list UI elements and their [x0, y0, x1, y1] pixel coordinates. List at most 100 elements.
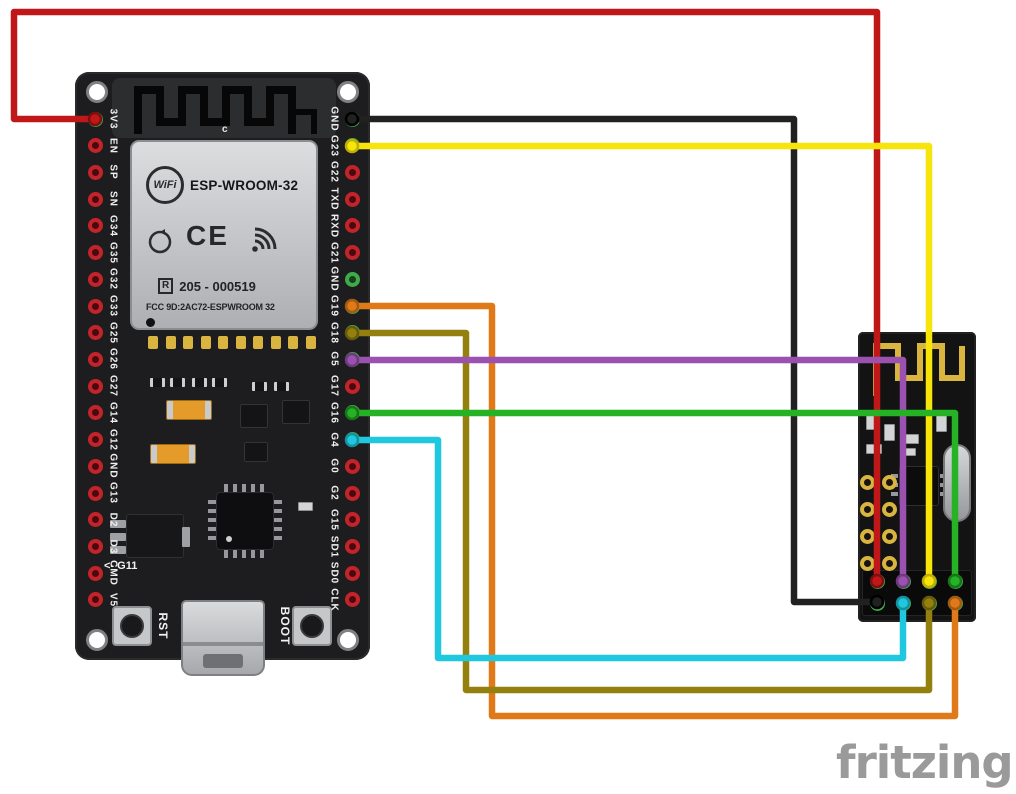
wire-g18-olive-endpoint[interactable] — [344, 325, 360, 341]
ce-mark: CE — [186, 220, 229, 251]
nrf-smd — [884, 424, 895, 441]
chip-pin1-dot — [226, 536, 232, 542]
esp32-pin-clk[interactable] — [344, 592, 360, 608]
emc-mark-icon — [148, 229, 172, 254]
mounting-hole — [337, 81, 359, 103]
wire-g23-yellow-endpoint[interactable] — [921, 573, 937, 589]
reset-button-cap[interactable] — [120, 614, 144, 638]
shield-pad — [200, 336, 211, 349]
pin-label: G0 — [328, 458, 340, 475]
esp32-pin-g2[interactable] — [344, 485, 360, 501]
wire-g16-green[interactable] — [348, 409, 959, 585]
chip-pins — [208, 500, 216, 544]
pin-label: G13 — [107, 482, 119, 505]
esp32-pin-g34[interactable] — [87, 218, 103, 234]
smd-led — [298, 502, 313, 511]
pin-label: 3V3 — [107, 108, 119, 130]
esp32-pin-g21[interactable] — [344, 245, 360, 261]
mounting-hole — [337, 629, 359, 651]
smd-resistor — [274, 382, 289, 391]
boot-button-label: BOOT — [278, 606, 292, 646]
esp32-pin-sn[interactable] — [87, 191, 103, 207]
esp32-pin-g33[interactable] — [87, 298, 103, 314]
esp32-pin-g0[interactable] — [344, 458, 360, 474]
antenna-feed-trace — [292, 109, 317, 134]
pin-label: G17 — [328, 375, 340, 398]
esp32-pin-cmd[interactable] — [87, 565, 103, 581]
wire-g18-olive-endpoint[interactable] — [921, 595, 937, 611]
wire-g23-yellow[interactable] — [348, 142, 933, 585]
pin-label: TXD — [328, 187, 340, 211]
esp32-pin-g25[interactable] — [87, 325, 103, 341]
esp32-pin-rxd[interactable] — [344, 218, 360, 234]
fcc-id-label: FCC 9D:2AC72-ESPWROOM 32 — [146, 302, 275, 312]
esp32-pin-en[interactable] — [87, 138, 103, 154]
esp32-pin-d2[interactable] — [87, 512, 103, 528]
wire-g4-cyan[interactable] — [348, 436, 907, 662]
pin-label: G5 — [328, 351, 340, 368]
shield-pad — [148, 336, 158, 349]
esp32-pin-sd1[interactable] — [344, 539, 360, 555]
reg-number: 205 - 000519 — [179, 278, 256, 294]
pin-label: EN — [107, 137, 119, 154]
esp32-pin-sd0[interactable] — [344, 565, 360, 581]
esp32-pin-gnd[interactable] — [344, 271, 360, 287]
esp32-pin-g12[interactable] — [87, 432, 103, 448]
pin-label: GND — [328, 266, 340, 292]
wire-3v3-red-endpoint[interactable] — [87, 111, 103, 127]
wire-g19-orange-endpoint[interactable] — [344, 298, 360, 314]
wire-gnd-black-endpoint[interactable] — [344, 111, 360, 127]
esp32-pin-txd[interactable] — [344, 191, 360, 207]
pin-label: SD1 — [328, 535, 340, 558]
wire-g5-purple[interactable] — [348, 356, 907, 585]
shield-pad — [270, 336, 281, 349]
wire-g16-green-endpoint[interactable] — [947, 573, 963, 589]
wire-3v3-red[interactable] — [10, 8, 881, 585]
wire-g5-purple-endpoint[interactable] — [895, 573, 911, 589]
esp32-pin-d3[interactable] — [87, 539, 103, 555]
smd-transistor — [282, 400, 310, 424]
wire-g4-cyan-endpoint[interactable] — [895, 595, 911, 611]
esp32-pin-g22[interactable] — [344, 164, 360, 180]
esp32-pin-g26[interactable] — [87, 351, 103, 367]
wire-g5-purple-endpoint[interactable] — [344, 352, 360, 368]
boot-button[interactable] — [292, 606, 332, 646]
shield-model-label: ESP-WROOM-32 — [190, 178, 299, 193]
esp32-pin-g32[interactable] — [87, 271, 103, 287]
esp32-pin-g13[interactable] — [87, 485, 103, 501]
esp32-pin-sp[interactable] — [87, 164, 103, 180]
nrf-pad — [881, 555, 897, 571]
nrf-antenna — [873, 343, 965, 396]
esp32-pin-g14[interactable] — [87, 405, 103, 421]
esp32-pin-v5[interactable] — [87, 592, 103, 608]
esp32-pin-g27[interactable] — [87, 378, 103, 394]
pin-label: G19 — [328, 295, 340, 317]
nrf-pad — [859, 528, 875, 544]
esp32-pin-g17[interactable] — [344, 378, 360, 394]
esp32-pin-g35[interactable] — [87, 245, 103, 261]
antenna-trace — [134, 86, 296, 134]
boot-button-cap[interactable] — [300, 614, 324, 638]
mounting-hole — [86, 81, 108, 103]
wire-g18-olive[interactable] — [348, 329, 933, 694]
smd-resistor — [170, 378, 185, 387]
esp32-pin-gnd[interactable] — [87, 458, 103, 474]
pin-label: SP — [107, 164, 119, 181]
shield-pad — [183, 336, 193, 349]
wire-g23-yellow-endpoint[interactable] — [344, 138, 360, 154]
pin-label: G21 — [328, 241, 340, 264]
pin-label: G26 — [107, 348, 119, 371]
wire-gnd-black-endpoint[interactable] — [869, 594, 885, 610]
wire-g16-green-endpoint[interactable] — [344, 405, 360, 421]
wire-3v3-red-endpoint[interactable] — [869, 573, 885, 589]
esp32-pin-g15[interactable] — [344, 512, 360, 528]
wire-g19-orange[interactable] — [348, 302, 959, 720]
wire-g4-cyan-endpoint[interactable] — [344, 432, 360, 448]
smd-capacitor — [166, 400, 212, 420]
pin-label: RXD — [328, 213, 340, 238]
wire-g19-orange-endpoint[interactable] — [947, 595, 963, 611]
shield-pad — [218, 336, 228, 349]
wifi-logo-text: WiFi — [153, 179, 177, 191]
usb-seam — [183, 642, 263, 646]
